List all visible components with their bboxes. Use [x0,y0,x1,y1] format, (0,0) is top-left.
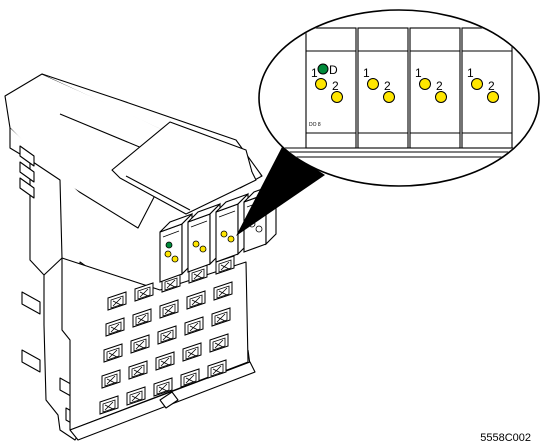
terminal-clamp [107,291,127,311]
yellow-led-2 [331,91,343,103]
terminal-block-device [4,73,263,441]
green-status-led [317,63,329,75]
zoom-module-body [461,27,513,149]
yellow-led-1 [471,78,483,90]
front-led-2 [255,225,263,233]
terminal-clamp [130,334,150,354]
led-label-1: 1 [363,66,370,80]
led-label-1: 1 [415,66,422,80]
led-label-2: 2 [436,79,443,93]
terminal-clamp [103,343,123,363]
zoom-module-body [409,27,461,149]
led-label-2: 2 [488,79,495,93]
terminal-clamp [182,342,202,362]
front-led-2 [227,235,235,243]
status-led-label: D [329,63,338,77]
terminal-clamp-grid [99,255,235,415]
terminal-clamp [180,368,200,388]
zoom-module-body [357,27,409,149]
zoom-module-3: 12 [409,27,461,149]
zoom-wedge [236,147,325,236]
terminal-clamp [159,299,179,319]
front-module-1 [159,212,193,283]
terminal-clamp [155,351,175,371]
zoom-module-1: 12 D DO 8 [305,27,357,149]
yellow-led-1 [419,78,431,90]
led-label-2: 2 [332,79,339,93]
terminal-clamp [186,290,206,310]
terminal-clamp [99,395,119,415]
terminal-clamp [184,316,204,336]
terminal-clamp [132,308,152,328]
terminal-clamp [128,360,148,380]
front-led-1 [220,230,228,238]
terminal-clamp [213,281,233,301]
terminal-clamp [211,307,231,327]
terminal-clamp [209,333,229,353]
terminal-clamp [126,386,146,406]
yellow-led-2 [383,91,395,103]
zoom-module-4: 12 [461,27,513,149]
figure-id-label: 5558C002 [480,432,531,444]
terminal-clamp [105,317,125,337]
yellow-led-2 [487,91,499,103]
front-module-2 [187,202,221,273]
led-label-1: 1 [311,66,318,80]
yellow-led-1 [315,78,327,90]
led-label-1: 1 [467,66,474,80]
yellow-led-2 [435,91,447,103]
front-led-2 [171,255,179,263]
yellow-led-1 [367,78,379,90]
terminal-clamp [207,359,227,379]
module-footer-text: DO 8 [309,122,321,128]
zoom-module-2: 12 [357,27,409,149]
front-led-1 [164,250,172,258]
led-label-2: 2 [384,79,391,93]
front-led-1 [192,240,200,248]
terminal-clamp [134,282,154,302]
zoom-module-body [305,27,357,149]
terminal-clamp [101,369,121,389]
terminal-clamp [157,325,177,345]
front-green-led [165,241,173,249]
terminal-clamp [153,377,173,397]
front-led-2 [199,245,207,253]
